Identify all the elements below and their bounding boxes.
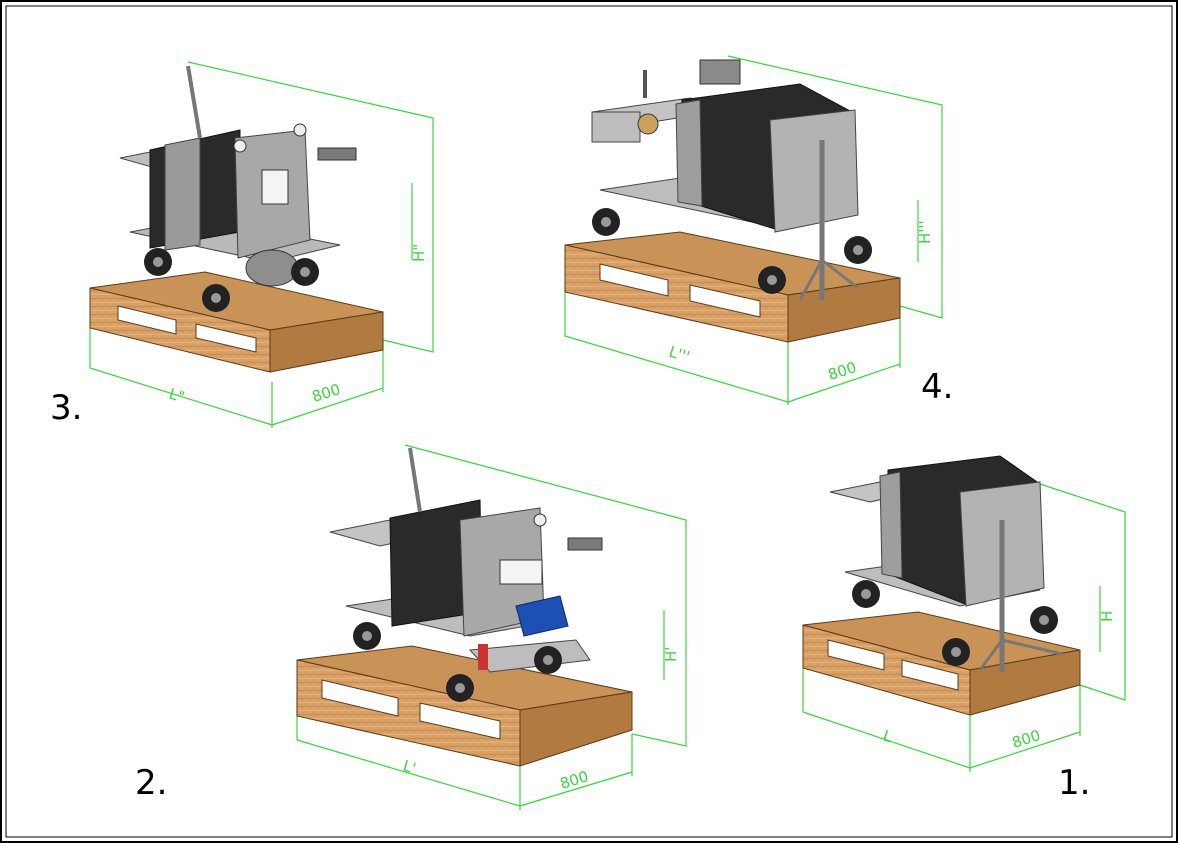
height-label-4: H''': [916, 220, 934, 244]
machine-1-group: L 800 H: [802, 455, 1126, 772]
filter-press-4: [591, 59, 872, 301]
length-label-2: L': [401, 757, 418, 778]
pallet-1: [802, 611, 1081, 716]
length-label-4: L''': [667, 343, 692, 366]
pallet-3: [89, 271, 384, 373]
dimension-lines-3: [89, 61, 434, 428]
filter-press-2: [329, 447, 603, 702]
width-label-3: 800: [310, 380, 343, 406]
dimension-lines-1: [802, 483, 1126, 772]
length-label-1: L: [881, 727, 895, 747]
panel-number-3: 3.: [50, 388, 83, 428]
machine-2-group: L' 800 H': [296, 444, 687, 810]
panel-number-2: 2.: [135, 763, 168, 803]
panel-number-1: 1.: [1058, 763, 1091, 803]
inner-border: [5, 5, 1173, 838]
machine-4-group: L''' 800 H''': [564, 55, 943, 405]
length-label-3: L": [167, 385, 187, 407]
height-label-3: H": [410, 244, 428, 262]
height-label-1: H: [1098, 611, 1116, 622]
machine-3-group: L" 800 H": [89, 61, 434, 428]
pallet-4: [564, 231, 901, 343]
filter-press-3: [119, 65, 357, 312]
width-label-2: 800: [558, 767, 591, 793]
filter-press-1: [829, 455, 1063, 672]
panel-number-4: 4.: [921, 367, 954, 407]
height-label-2: H': [662, 647, 680, 662]
pallet-2: [296, 645, 633, 767]
dimension-lines-2: [296, 444, 687, 810]
width-label-1: 800: [1010, 726, 1043, 752]
